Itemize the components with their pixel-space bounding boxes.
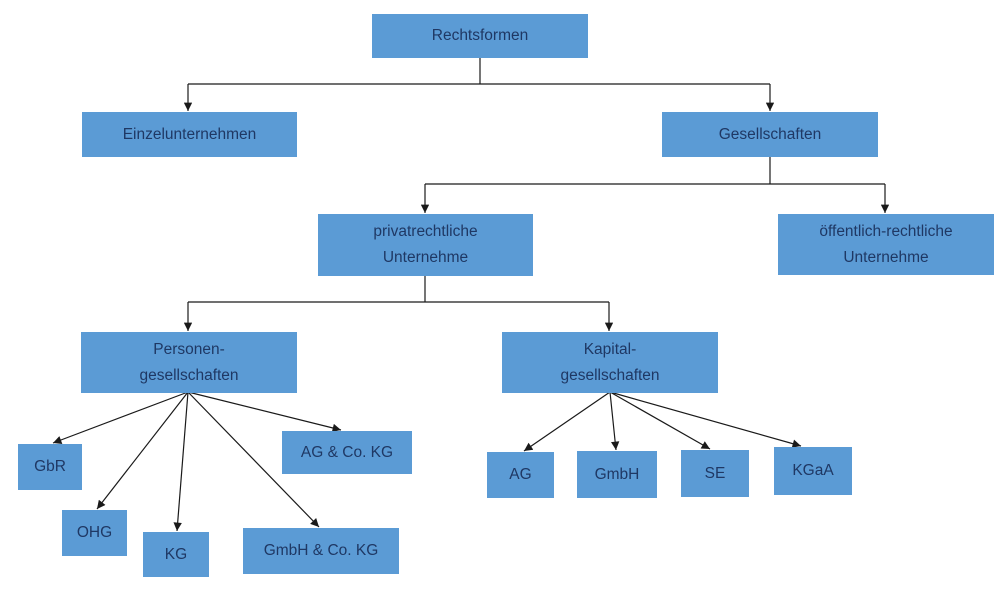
arrow-to-kgaa — [609, 391, 802, 448]
node-kgaa: KGaA — [774, 447, 852, 495]
arrow-to-ohg — [96, 391, 189, 510]
node-kg: KG — [143, 532, 209, 577]
node-gbr: GbR — [18, 444, 82, 490]
node-oeffentlich-rechtliche-unternehme: öffentlich-rechtliche Unternehme — [778, 214, 994, 275]
node-gmbh-co-kg: GmbH & Co. KG — [243, 528, 399, 574]
arrow-to-gbr — [52, 391, 189, 444]
node-einzelunternehmen: Einzelunternehmen — [82, 112, 297, 157]
node-privatrechtliche-unternehme: privatrechtliche Unternehme — [318, 214, 533, 276]
node-gesellschaften: Gesellschaften — [662, 112, 878, 157]
arrow-to-ag-co-kg — [187, 391, 342, 433]
node-ag: AG — [487, 452, 554, 498]
node-se: SE — [681, 450, 749, 497]
node-gmbh: GmbH — [577, 451, 657, 498]
arrow-to-ag — [523, 391, 611, 452]
node-ag-co-kg: AG & Co. KG — [282, 431, 412, 474]
arrow-to-kg — [173, 391, 189, 532]
node-ohg: OHG — [62, 510, 127, 556]
arrow-to-se — [609, 391, 711, 450]
node-rechtsformen: Rechtsformen — [372, 14, 588, 58]
node-personengesellschaften: Personen- gesellschaften — [81, 332, 297, 393]
arrow-to-gmbh — [609, 391, 620, 451]
node-kapitalgesellschaften: Kapital- gesellschaften — [502, 332, 718, 393]
